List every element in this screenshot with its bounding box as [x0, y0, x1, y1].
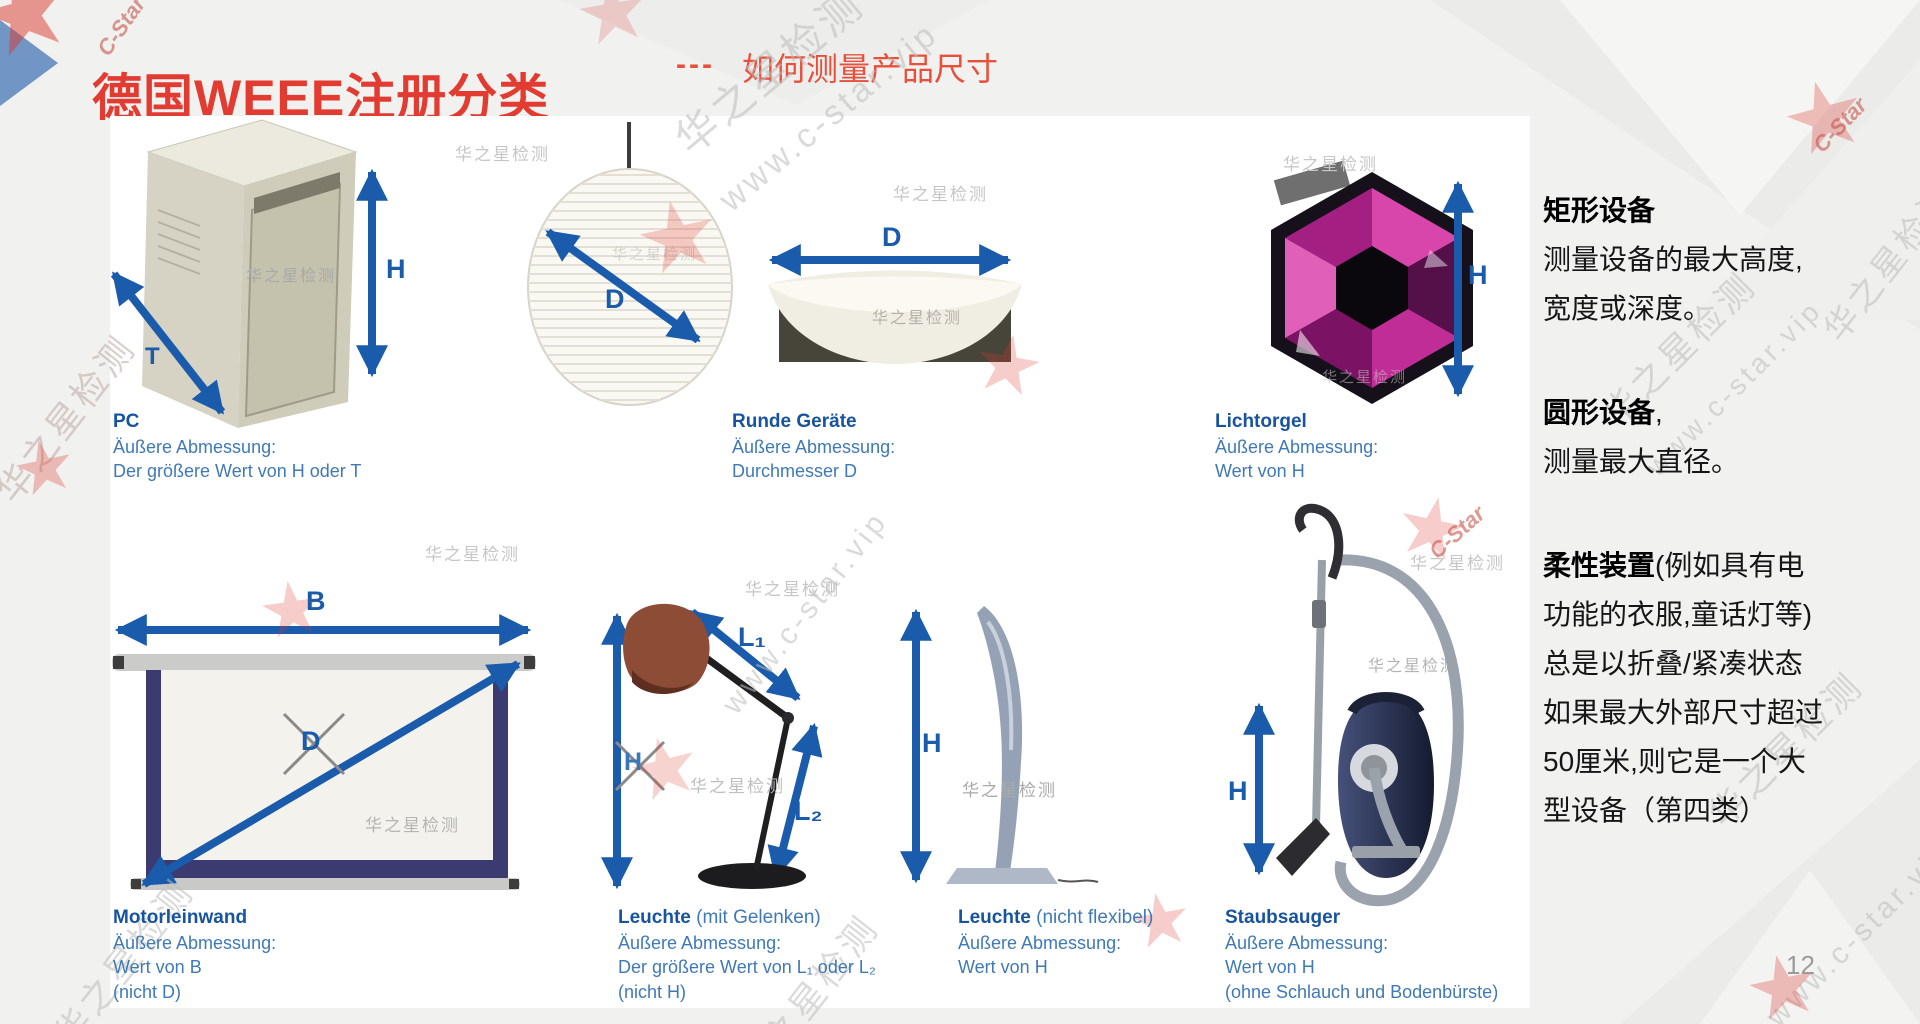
note-line: 型设备（第四类）	[1543, 795, 1768, 826]
caption-title: PC	[113, 411, 140, 432]
screen-illustration	[112, 614, 536, 890]
caption-line: Der größere Wert von L₁ oder L₂	[618, 957, 876, 977]
slide-accent-triangle-icon	[0, 20, 58, 106]
note-line: 如果最大外部尺寸超过	[1543, 697, 1824, 728]
note-round-devices: 圆形设备, 测量最大直径。	[1543, 388, 1915, 486]
note-line: 测量设备的最大高度,	[1543, 244, 1803, 275]
caption-line: Äußere Abmessung:	[113, 436, 277, 457]
dimension-label-h-lichtorgel: H	[1468, 260, 1488, 290]
caption-line: Der größere Wert von H oder T	[113, 461, 362, 481]
note-heading: 圆形设备	[1543, 397, 1656, 428]
dimension-label-l1-desk-lamp: L₁	[738, 622, 766, 652]
note-line: 50厘米,则它是一个大	[1543, 746, 1806, 777]
caption-line: Wert von H	[958, 957, 1048, 977]
watermark-cstar-label: C-Star	[1808, 92, 1872, 158]
caption-line: Äußere Abmessung:	[618, 932, 782, 953]
pc-illustration	[110, 119, 388, 428]
caption-leuchte-gelenken: Leuchte (mit Gelenken) Äußere Abmessung:…	[618, 906, 1088, 1004]
page-subtitle: 如何测量产品尺寸	[742, 51, 999, 87]
bowl-lamp-illustration	[768, 244, 1022, 364]
vacuum-illustration	[1243, 503, 1464, 907]
caption-line: (ohne Schlauch und Bodenbürste)	[1225, 981, 1499, 1002]
caption-staubsauger: Staubsauger Äußere Abmessung: Wert von H…	[1225, 906, 1695, 1004]
caption-runde-geraete: Runde Geräte Äußere Abmessung: Durchmess…	[732, 410, 1202, 484]
figures-artwork	[110, 119, 1474, 907]
caption-line: (nicht D)	[113, 981, 182, 1002]
note-rectangular-devices: 矩形设备 测量设备的最大高度, 宽度或深度。	[1543, 186, 1915, 333]
dimension-label-l2-desk-lamp: L₂	[794, 796, 823, 826]
caption-title-suffix: (mit Gelenken)	[690, 907, 821, 928]
bg-triangle	[1560, 0, 1920, 215]
cstar-watermark-icon: ★	[4, 422, 85, 514]
dimension-label-t-pc: T	[145, 343, 160, 370]
caption-line: Wert von H	[1225, 957, 1315, 977]
note-heading: 柔性装置	[1543, 550, 1656, 581]
caption-line: Äußere Abmessung:	[958, 932, 1122, 953]
caption-title-suffix: (nicht flexibel)	[1030, 907, 1154, 928]
caption-line: Äußere Abmessung:	[113, 932, 277, 953]
cstar-watermark-icon: ★	[567, 0, 659, 66]
subtitle-dashes: ---	[676, 48, 715, 81]
caption-motorleinwand: Motorleinwand Äußere Abmessung: Wert von…	[113, 906, 583, 1004]
note-flexible-devices: 柔性装置(例如具有电 功能的衣服,童话灯等) 总是以折叠/紧凑状态 如果最大外部…	[1543, 541, 1915, 835]
watermark-url-rotated: www.c-star.vip	[1760, 834, 1920, 1024]
caption-line: Äußere Abmessung:	[732, 436, 896, 457]
caption-title: Motorleinwand	[113, 907, 248, 928]
note-heading: 矩形设备	[1543, 195, 1656, 226]
caption-pc: PC Äußere Abmessung: Der größere Wert vo…	[113, 410, 583, 484]
note-line: 宽度或深度。	[1543, 293, 1712, 324]
caption-line: (nicht H)	[618, 981, 687, 1002]
caption-line: Wert von H	[1215, 461, 1305, 481]
caption-title: Runde Geräte	[732, 411, 857, 432]
note-heading-rest: ,	[1655, 397, 1663, 428]
caption-lichtorgel: Lichtorgel Äußere Abmessung: Wert von H	[1215, 410, 1685, 484]
caption-line: Durchmesser D	[732, 461, 858, 481]
floor-lamp-illustration	[900, 606, 1099, 884]
note-line: 测量最大直径。	[1543, 446, 1740, 477]
dimension-label-h-floor-lamp: H	[922, 728, 942, 758]
dimension-label-b-screen: B	[306, 586, 326, 616]
lichtorgel-illustration	[1271, 160, 1474, 404]
desk-lamp-illustration	[601, 603, 823, 890]
caption-title: Lichtorgel	[1215, 411, 1307, 432]
caption-line: Wert von B	[113, 957, 202, 977]
caption-line: Äußere Abmessung:	[1215, 436, 1379, 457]
cstar-watermark-icon: ★	[1769, 54, 1880, 180]
dimension-label-h-vacuum: H	[1228, 776, 1248, 806]
dimension-label-h-desk-lamp: H	[624, 748, 643, 776]
note-heading-rest: (例如具有电	[1655, 550, 1805, 581]
page-number: 12	[1786, 950, 1815, 980]
watermark-cstar-label: C-Star	[92, 0, 151, 61]
caption-title: Leuchte	[958, 907, 1031, 928]
caption-leuchte-fest: Leuchte (nicht flexibel) Äußere Abmessun…	[958, 906, 1428, 980]
caption-title: Leuchte	[618, 907, 691, 928]
note-line: 总是以折叠/紧凑状态	[1543, 648, 1803, 679]
lantern-illustration	[527, 122, 733, 406]
dimension-label-d-bowl: D	[882, 222, 902, 252]
bg-triangle	[1700, 870, 1920, 1024]
caption-title: Staubsauger	[1225, 907, 1341, 928]
dimension-label-d-screen: D	[301, 726, 321, 756]
caption-line: Äußere Abmessung:	[1225, 932, 1389, 953]
dimension-label-h-pc: H	[386, 254, 406, 284]
dimension-label-d-lantern: D	[605, 284, 625, 314]
cstar-watermark-icon: ★	[1735, 933, 1831, 1024]
note-line: 功能的衣服,童话灯等)	[1543, 599, 1813, 630]
